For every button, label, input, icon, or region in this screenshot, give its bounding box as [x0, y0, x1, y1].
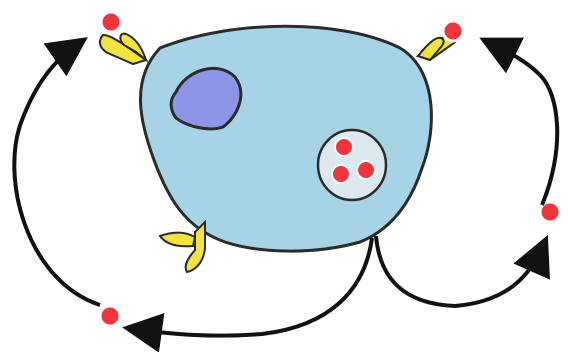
receptor-bottom	[160, 222, 205, 272]
receptor-top-left	[100, 12, 146, 64]
cell-body	[140, 26, 431, 251]
vesicle	[318, 130, 386, 200]
arrow-right-loop	[490, 43, 557, 205]
arrow-bottom-left	[134, 238, 372, 336]
arrow-bottom-right	[376, 236, 543, 306]
arrow-left-loop	[14, 44, 100, 305]
receptor-top-right	[418, 21, 463, 60]
vesicle-ligand	[357, 161, 375, 179]
bound-ligand	[443, 21, 463, 41]
free-ligand	[100, 306, 120, 326]
vesicle-ligand	[335, 138, 353, 156]
bound-ligand	[101, 12, 121, 32]
vesicle-ligand	[332, 165, 350, 183]
